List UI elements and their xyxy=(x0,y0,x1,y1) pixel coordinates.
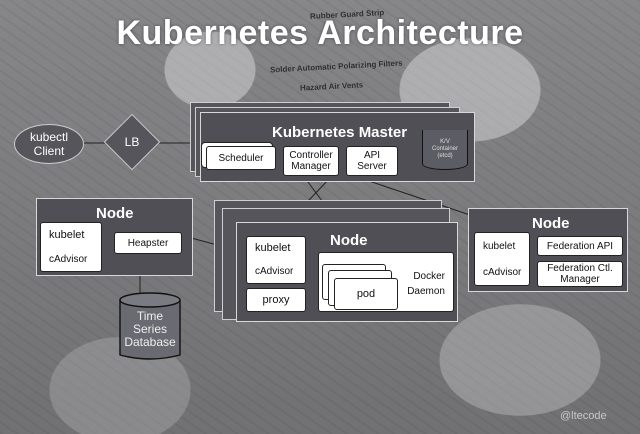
tsdb-label-1: Time xyxy=(136,309,164,323)
api-server-box[interactable]: API Server xyxy=(346,146,398,176)
federation-api-label: Federation API xyxy=(546,240,614,252)
tsdb-cylinder-top xyxy=(119,292,181,308)
controller-label-1: Controller xyxy=(289,150,333,161)
client-label-2: Client xyxy=(33,144,65,158)
lb-label: LB xyxy=(124,135,140,149)
node-left-cadvisor: cAdvisor xyxy=(49,253,88,265)
node-center-kubelet-box[interactable]: kubelet cAdvisor xyxy=(246,236,306,284)
heapster-label: Heapster xyxy=(127,237,169,249)
api-label-2: Server xyxy=(357,161,387,172)
node-right-cadvisor: cAdvisor xyxy=(483,266,522,278)
client-label-1: kubectl xyxy=(29,130,69,144)
connector-master-right xyxy=(359,177,471,216)
node-left-kubelet: kubelet xyxy=(49,228,85,241)
node-left-kubelet-box[interactable]: kubelet cAdvisor xyxy=(40,222,102,272)
controller-label-2: Manager xyxy=(291,161,331,172)
docker-label-2: Daemon xyxy=(407,286,445,297)
proxy-box[interactable]: proxy xyxy=(246,288,306,312)
scheduler-label: Scheduler xyxy=(218,152,264,164)
node-center-title: Node xyxy=(330,232,368,249)
pod-label: pod xyxy=(356,287,376,300)
scheduler-box[interactable]: Scheduler xyxy=(206,146,276,170)
kv-label-1: K/V xyxy=(440,139,450,145)
node-right-kubelet: kubelet xyxy=(483,240,516,252)
page-title: Kubernetes Architecture xyxy=(116,14,524,52)
master-title: Kubernetes Master xyxy=(272,124,408,141)
proxy-label: proxy xyxy=(262,293,290,306)
tsdb-label-2: Series xyxy=(132,322,167,336)
kubectl-client[interactable]: kubectl Client xyxy=(14,124,84,164)
pod-box[interactable]: pod xyxy=(334,278,398,310)
node-right-kubelet-box[interactable]: kubelet cAdvisor xyxy=(474,232,530,286)
kv-label-2: Container xyxy=(431,146,458,152)
node-center-kubelet: kubelet xyxy=(255,242,291,254)
heapster-box[interactable]: Heapster xyxy=(114,232,182,254)
kv-store-cylinder[interactable]: K/V Container (etcd) xyxy=(422,130,468,170)
controller-manager-box[interactable]: Controller Manager xyxy=(283,146,339,176)
federation-ctl-label-2: Manager xyxy=(560,274,600,285)
federation-ctl-box[interactable]: Federation Ctl. Manager xyxy=(537,261,623,287)
kv-label-3: (etcd) xyxy=(437,153,453,159)
node-left-title: Node xyxy=(96,205,134,222)
tsdb-label: Time Series Database xyxy=(120,310,180,349)
api-label-1: API xyxy=(363,150,381,161)
federation-ctl-label-1: Federation Ctl. xyxy=(547,263,613,274)
watermark: @ltecode xyxy=(560,410,607,422)
docker-label-1: Docker xyxy=(413,271,445,282)
tsdb-label-3: Database xyxy=(124,335,176,349)
node-center-cadvisor: cAdvisor xyxy=(255,266,294,277)
federation-api-box[interactable]: Federation API xyxy=(537,236,623,256)
node-right-title: Node xyxy=(532,215,570,232)
